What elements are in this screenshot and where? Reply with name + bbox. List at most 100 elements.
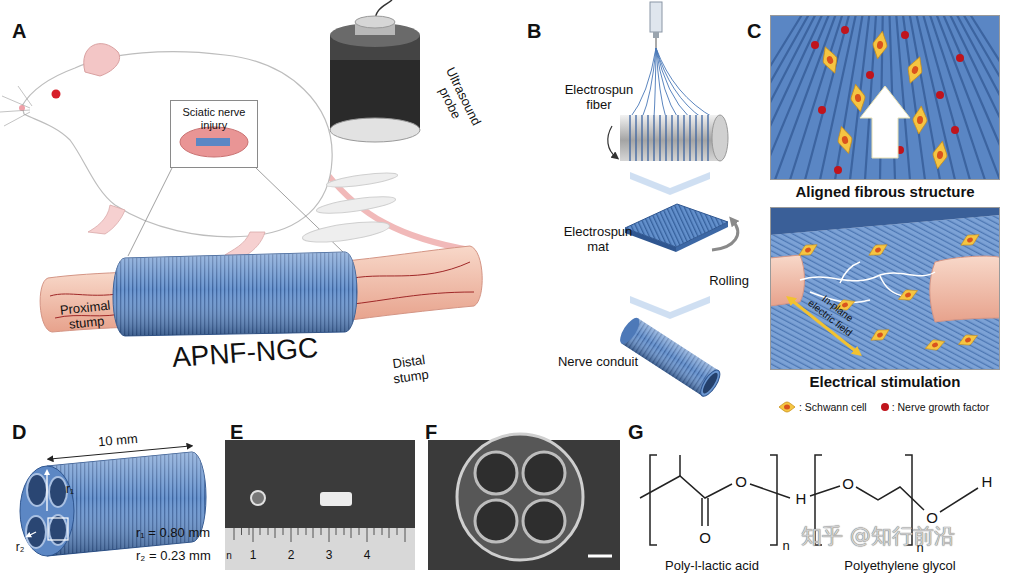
sem-image	[428, 434, 620, 570]
repeat-index: n	[782, 539, 789, 554]
figure-shape	[26, 516, 46, 548]
conduit-photo	[225, 440, 415, 570]
figure-shape	[630, 172, 710, 195]
radius-symbol: r₂	[16, 541, 25, 555]
panel-letter: D	[12, 421, 26, 444]
figure-shape	[930, 256, 1000, 322]
figure-shape	[28, 532, 36, 536]
atom-symbol: O	[842, 475, 854, 492]
field-label: In-plane electric field	[799, 282, 868, 343]
part-label: Distal stump	[378, 351, 442, 389]
figure-shape	[52, 90, 61, 99]
figure-shape	[128, 168, 343, 256]
figure-shape	[640, 476, 790, 498]
figure-shape	[49, 477, 67, 507]
dimension: r₁ = 0.80 mm	[136, 526, 210, 541]
legend-text: : Nerve growth factor	[892, 401, 989, 413]
figure-shape	[650, 455, 657, 545]
figure-shape	[702, 498, 708, 526]
legend-symbol	[778, 401, 796, 413]
figure-shape	[225, 528, 415, 570]
figure-shape	[620, 115, 720, 161]
figure-shape	[0, 86, 32, 126]
figure-shape	[608, 126, 616, 157]
atom-symbol: O	[735, 473, 747, 490]
figure-shape	[330, 118, 420, 142]
inset-box: Sciatic nerve injury	[170, 100, 258, 168]
stimulation-illustration	[770, 207, 1000, 370]
figure-shape	[860, 86, 910, 158]
panel-letter: C	[747, 20, 761, 43]
figure-shape	[770, 207, 1000, 370]
figure-shape	[27, 474, 47, 506]
step-label: Electrospun mat	[556, 225, 640, 255]
figure-shape	[912, 105, 928, 134]
panel-heading: Electrical stimulation	[761, 373, 1009, 390]
panel-letter: A	[12, 20, 26, 43]
figure-shape	[20, 466, 74, 556]
figure-shape	[225, 232, 265, 256]
ultrasound-probe	[330, 0, 420, 142]
conduit-implant	[40, 246, 482, 336]
figure-shape	[46, 472, 47, 511]
legend-swatch	[881, 403, 889, 411]
figure-shape	[653, 32, 659, 38]
figure-shape	[113, 252, 357, 336]
step-label: Rolling	[709, 274, 749, 289]
legend: : Schwann cell : Nerve growth factor	[778, 401, 989, 413]
ruler-unit: n	[226, 550, 232, 562]
ruler-number: 2	[288, 549, 295, 563]
figure-group	[475, 452, 565, 542]
figure-shape	[697, 367, 723, 399]
figure-shape	[951, 126, 959, 134]
panel-box: Aligned fibrous structure	[770, 15, 1000, 180]
figure-shape	[625, 204, 728, 247]
figure-shape	[834, 166, 842, 174]
figure-shape	[849, 83, 868, 113]
figure-shape	[88, 205, 125, 234]
figure-shape	[712, 221, 738, 250]
step-label: Electrospun fiber	[557, 83, 641, 113]
figure-shape	[956, 54, 964, 62]
panel-letter: E	[230, 421, 243, 444]
figure-shape	[180, 127, 248, 157]
legend-text: : Schwann cell	[799, 401, 867, 413]
electrospinning-illustration	[608, 2, 738, 399]
figure-shape	[712, 115, 728, 161]
rat-illustration	[0, 44, 470, 256]
device-name: APNF-NGC	[171, 332, 319, 374]
figure-shape	[904, 54, 927, 85]
part-label: Proximal stump	[50, 297, 123, 334]
figure-shape	[475, 452, 517, 494]
figure-shape	[345, 262, 474, 305]
figure-shape	[196, 138, 230, 146]
cell-nucleus	[784, 405, 790, 410]
figure-shape	[819, 44, 842, 75]
figure-shape	[818, 106, 826, 114]
atom-symbol: H	[982, 473, 993, 490]
figure-shape	[48, 518, 68, 540]
figure-shape	[656, 38, 657, 48]
figure-shape	[810, 486, 978, 512]
figure-shape	[841, 26, 849, 34]
figure-shape	[679, 455, 681, 476]
ruler-number: 3	[326, 549, 333, 563]
figure-shape	[866, 240, 889, 260]
ultrasound-waves	[301, 170, 398, 246]
figure-shape	[871, 30, 890, 60]
step-label: Nerve conduit	[556, 355, 640, 370]
figure-shape	[866, 71, 874, 79]
figure-shape	[301, 218, 390, 246]
figure-shape	[475, 500, 517, 542]
figure-shape	[22, 52, 332, 237]
compound-name: Poly-l-lactic acid	[665, 559, 759, 574]
legend-item: : Nerve growth factor	[881, 401, 989, 413]
atom-symbol: H	[796, 490, 807, 507]
box-label: Sciatic nerve injury	[171, 101, 257, 131]
figure-shape	[901, 31, 909, 39]
figure-shape	[84, 44, 120, 76]
